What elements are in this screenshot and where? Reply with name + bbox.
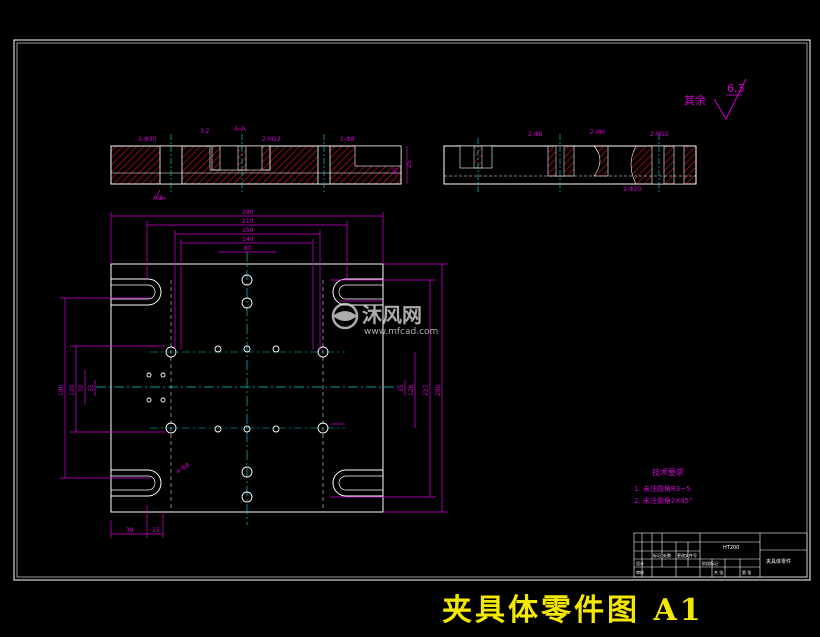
title-small-label-3: 共 张 bbox=[714, 569, 723, 575]
dim-80: 80 bbox=[244, 245, 252, 252]
plan-view: 4-Φ8 bbox=[96, 252, 398, 525]
dim-hole-note: 4-Φ8 bbox=[175, 461, 191, 475]
dim-top-right-1: 2-M6 bbox=[590, 129, 605, 136]
dim-roughness-b: 6.3 bbox=[153, 195, 163, 202]
dim-r227: 227 bbox=[423, 384, 430, 396]
dim-35: 35 bbox=[88, 384, 95, 392]
title-row-label-1: 处数 bbox=[663, 552, 671, 558]
dim-roughness-a: 3.2 bbox=[200, 128, 210, 135]
dim-290: 290 bbox=[242, 209, 254, 216]
watermark-brand: 沐风网 bbox=[362, 303, 422, 327]
dim-top-right-0: 2-Φ8 bbox=[528, 131, 543, 138]
dim-70: 70 bbox=[78, 384, 85, 392]
tech-req-item-1: 1. 未注圆角R3~5 bbox=[634, 484, 691, 493]
watermark-url: www.mfcad.com bbox=[364, 327, 438, 337]
dim-top-left-1: 2-M12 bbox=[262, 136, 281, 143]
tech-req-item-2: 2. 未注倒角2X45° bbox=[634, 496, 693, 505]
section-label: A-A bbox=[234, 125, 246, 133]
plan-dimensions bbox=[60, 212, 448, 538]
surface-finish-label: 其余 bbox=[684, 93, 706, 107]
dim-thickness-30: 30 bbox=[392, 167, 399, 175]
dim-210: 210 bbox=[242, 218, 254, 225]
dim-thickness-25: 25 bbox=[406, 160, 413, 168]
title-row-label-3: 更改文件号 bbox=[677, 552, 697, 558]
dim-top-left-0: 2-Φ30 bbox=[138, 136, 157, 143]
drawing-caption: 夹具体零件图 A1 bbox=[442, 593, 704, 628]
dim-top-right-3: 2-Φ20 bbox=[623, 186, 642, 193]
dim-r35: 35 bbox=[398, 384, 405, 392]
watermark: 沐风网 www.mfcad.com bbox=[331, 302, 438, 337]
title-small-label-0: 阶段标记 bbox=[702, 560, 718, 566]
title-material: HT200 bbox=[723, 545, 739, 551]
tech-req-title: 技术要求 bbox=[652, 467, 684, 477]
drawing-inner-border bbox=[16, 42, 808, 578]
dim-top-left-3: 2-Φ8 bbox=[340, 136, 355, 143]
dim-top-right-2: 2-M12 bbox=[650, 131, 669, 138]
dim-150: 150 bbox=[242, 227, 254, 234]
dim-38: 38 bbox=[126, 527, 134, 534]
surface-finish-value: 6.3 bbox=[727, 82, 745, 95]
surface-finish-note: 其余 6.3 bbox=[684, 78, 747, 121]
dim-140: 140 bbox=[242, 236, 254, 243]
dim-r126: 126 bbox=[408, 384, 415, 396]
dim-15: 15 bbox=[152, 527, 160, 534]
title-row-label-0: 标记 bbox=[653, 552, 661, 558]
dim-120: 120 bbox=[69, 384, 76, 396]
title-part-name: 夹具体零件 bbox=[766, 558, 791, 565]
section-view-left: A-A 2-Φ30 2-M12 2-Φ8 3.2 6.3 25 30 bbox=[110, 125, 413, 202]
section-view-right: 2-Φ8 2-M6 2-M12 2-Φ20 bbox=[443, 129, 697, 193]
title-row-label-6: 设计 bbox=[636, 560, 644, 566]
title-small-label-4: 第 张 bbox=[742, 569, 751, 575]
tech-requirements: 技术要求 1. 未注圆角R3~5 2. 未注倒角2X45° bbox=[634, 467, 693, 505]
title-block bbox=[633, 532, 808, 578]
drawing-border bbox=[13, 39, 811, 581]
dim-190: 190 bbox=[58, 384, 65, 396]
title-row-label-7: 审核 bbox=[636, 569, 644, 575]
roughness-symbol-icon bbox=[713, 78, 747, 121]
dim-r290: 290 bbox=[435, 384, 442, 396]
